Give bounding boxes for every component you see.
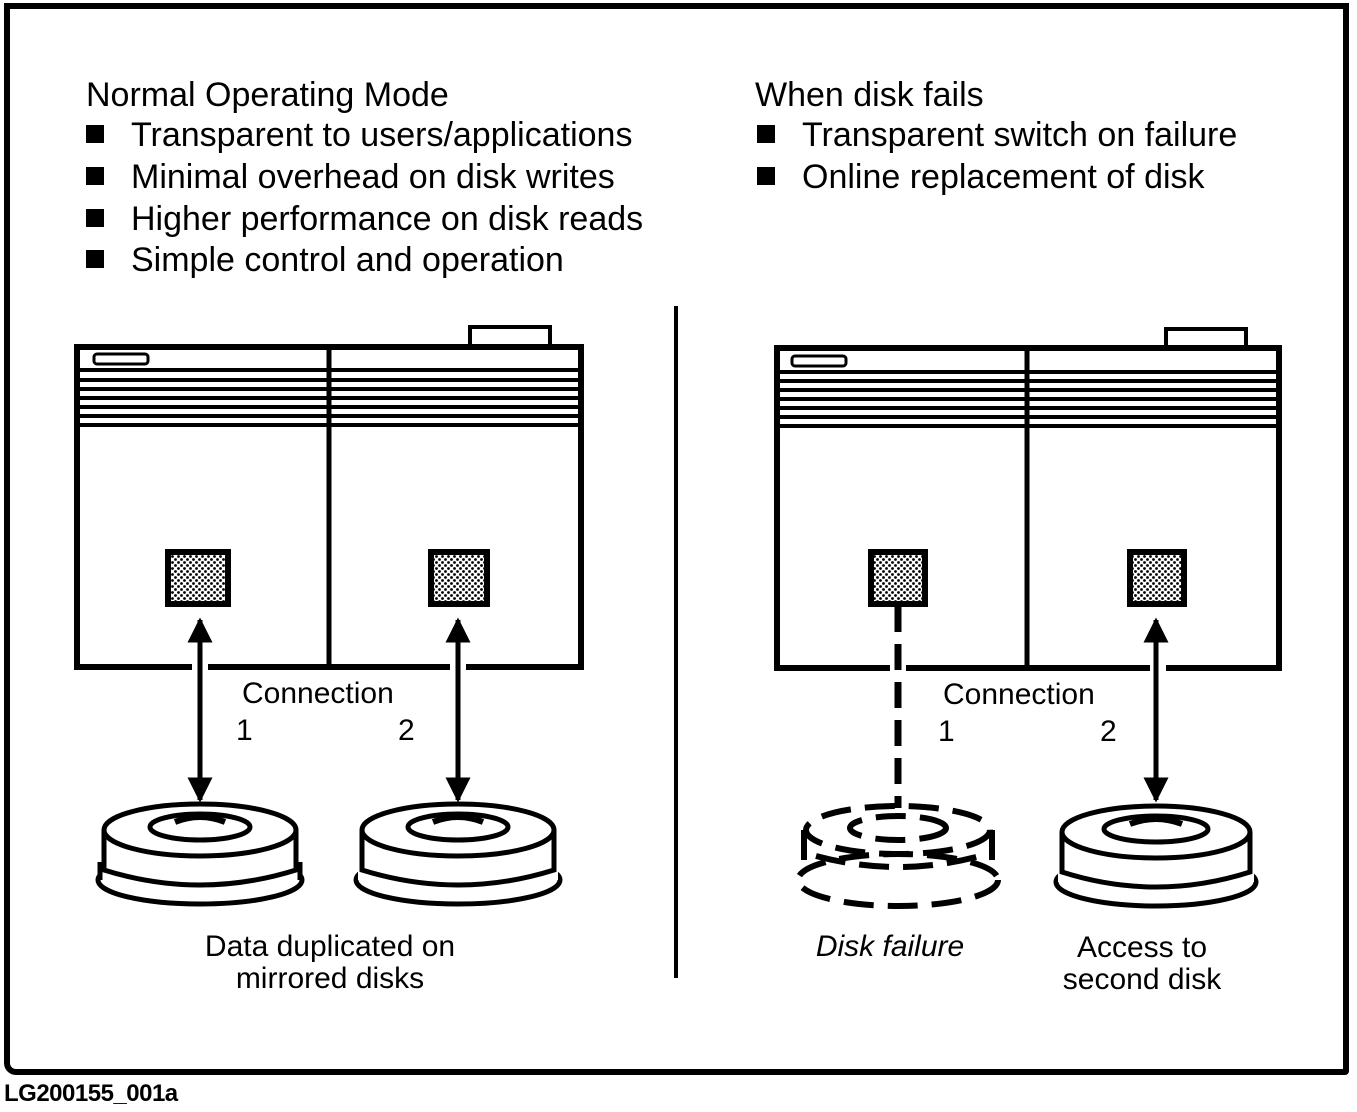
left-heading: Normal Operating Mode: [86, 76, 449, 114]
right-caption-line2: second disk: [1062, 963, 1222, 996]
connection-1-number: 1: [236, 714, 253, 747]
left-bullet-item: Simple control and operation: [86, 239, 564, 281]
server-cabinet-icon: [774, 327, 1282, 671]
left-bullet-item: Transparent to users/applications: [86, 114, 632, 156]
left-caption-line2: mirrored disks: [235, 962, 425, 995]
disk-drive-icon: [95, 801, 305, 907]
square-bullet-icon: [86, 125, 104, 144]
left-caption-line1: Data duplicated on: [204, 930, 456, 963]
left-bullet-item: Higher performance on disk reads: [86, 198, 643, 240]
square-bullet-icon: [86, 167, 104, 186]
connection-port-icon: [1127, 549, 1187, 607]
bullet-text: Online replacement of disk: [802, 158, 1205, 196]
right-bullet-item: Transparent switch on failure: [757, 114, 1237, 156]
square-bullet-icon: [757, 125, 775, 144]
bullet-text: Minimal overhead on disk writes: [131, 158, 615, 196]
square-bullet-icon: [86, 209, 104, 228]
bullet-text: Higher performance on disk reads: [131, 200, 644, 238]
square-bullet-icon: [757, 167, 775, 186]
bullet-text: Transparent to users/applications: [131, 116, 633, 154]
connection-label: Connection: [242, 677, 394, 710]
server-cabinet-icon: [74, 325, 584, 670]
connection-2-number: 2: [398, 714, 415, 747]
disk-drive-icon: [1053, 803, 1259, 909]
left-bullet-item: Minimal overhead on disk writes: [86, 156, 615, 198]
connection-1-number: 1: [938, 715, 955, 748]
connection-port-icon: [428, 549, 490, 607]
connection-2-number: 2: [1100, 715, 1117, 748]
connection-port-icon: [868, 549, 928, 607]
failed-disk-icon: [795, 803, 1001, 909]
right-caption-line1: Access to: [1076, 931, 1208, 964]
square-bullet-icon: [86, 250, 104, 269]
connection-label: Connection: [943, 678, 1095, 711]
bullet-text: Transparent switch on failure: [802, 116, 1238, 154]
right-heading: When disk fails: [755, 76, 984, 114]
disk-drive-icon: [353, 801, 563, 907]
figure-frame: [4, 3, 1349, 1075]
figure-id: LG200155_001a: [4, 1080, 178, 1107]
connection-port-icon: [165, 549, 231, 607]
disk-failure-caption: Disk failure: [815, 930, 965, 963]
right-bullet-item: Online replacement of disk: [757, 156, 1205, 198]
bullet-text: Simple control and operation: [131, 241, 564, 279]
